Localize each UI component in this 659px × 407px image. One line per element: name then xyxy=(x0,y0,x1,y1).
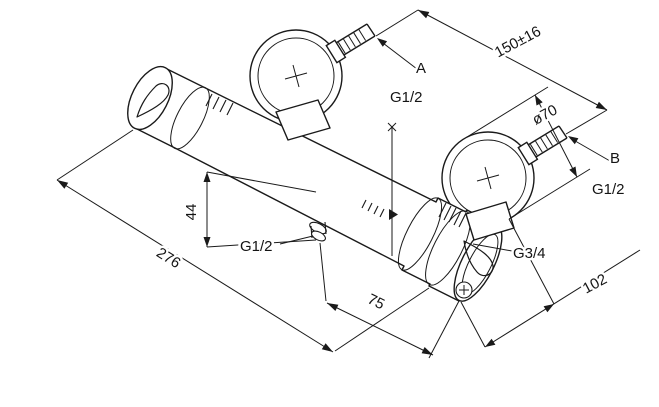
center-cross-a-icon xyxy=(284,64,308,88)
dimension-276 xyxy=(56,129,430,353)
collar-back-rim xyxy=(397,197,443,271)
safety-button-icon xyxy=(455,281,473,299)
dimension-70 xyxy=(466,86,591,220)
bottom-outlet xyxy=(309,221,327,242)
arrowhead-icon xyxy=(569,166,577,177)
collar-front-rim xyxy=(425,210,471,286)
wall-connection-a xyxy=(249,23,376,123)
connection-b-label: B xyxy=(610,150,620,167)
dimension-44 xyxy=(203,171,317,248)
arrowhead-icon xyxy=(327,303,339,311)
dim-label-escutcheon-diameter: ø70 xyxy=(529,101,560,128)
arrowhead-icon xyxy=(377,38,388,47)
handle-lever-icon xyxy=(136,83,170,118)
dim-label-overall-length: 276 xyxy=(153,244,183,272)
leader-outlet xyxy=(279,235,314,245)
union-nut-a xyxy=(275,99,331,141)
mid-centerline xyxy=(387,122,397,256)
threaded-stub-b xyxy=(517,125,568,166)
arrowhead-icon xyxy=(321,343,333,352)
arrowhead-icon xyxy=(595,101,607,110)
arrowhead-icon xyxy=(57,180,69,189)
scale-pointer-icon xyxy=(389,209,398,220)
leader-hose xyxy=(472,243,513,252)
dim-label-outlet-to-end: 75 xyxy=(365,291,387,314)
hose-thread-label: G3/4 xyxy=(513,245,546,262)
dim-label-outlet-drop: 44 xyxy=(183,204,200,221)
dimension-150 xyxy=(375,9,608,135)
thread-hatch-b-icon xyxy=(529,131,559,156)
arrowhead-icon xyxy=(543,304,554,313)
arrowhead-icon xyxy=(203,237,211,247)
dim-label-connection-spacing: 150±16 xyxy=(492,23,544,61)
dimension-75 xyxy=(319,242,460,359)
handle-face xyxy=(127,65,173,131)
threaded-stub-a xyxy=(325,23,376,64)
body-outline xyxy=(134,67,498,302)
dimension-102 xyxy=(460,218,641,348)
arrowhead-icon xyxy=(418,10,430,19)
thread-hatch-a-icon xyxy=(337,29,367,54)
temperature-scale-icon xyxy=(361,199,398,220)
knob-lever-icon xyxy=(463,240,494,277)
dim-label-depth: 102 xyxy=(580,271,610,298)
connection-a-thread-label: G1/2 xyxy=(390,89,423,106)
arrowhead-icon xyxy=(568,136,579,145)
stub-nut-b xyxy=(517,141,539,166)
leader-a xyxy=(377,38,418,70)
dimension-lines xyxy=(56,9,641,359)
connection-b-thread-label: G1/2 xyxy=(592,181,625,198)
mixer-body xyxy=(127,65,515,302)
center-cross-b-icon xyxy=(476,166,500,190)
arrowhead-icon xyxy=(203,172,211,182)
handle-back-rim xyxy=(170,86,210,150)
arrowhead-icon xyxy=(535,95,543,106)
collar-knurling-icon xyxy=(438,202,467,228)
stub-nut-a xyxy=(325,39,347,64)
arrowhead-icon xyxy=(485,338,496,347)
arrowhead-icon xyxy=(421,347,433,355)
outlet-thread-label: G1/2 xyxy=(240,238,273,255)
connection-a-label: A xyxy=(416,60,426,77)
leader-b xyxy=(568,136,611,162)
handle-knurling-icon xyxy=(205,93,234,116)
